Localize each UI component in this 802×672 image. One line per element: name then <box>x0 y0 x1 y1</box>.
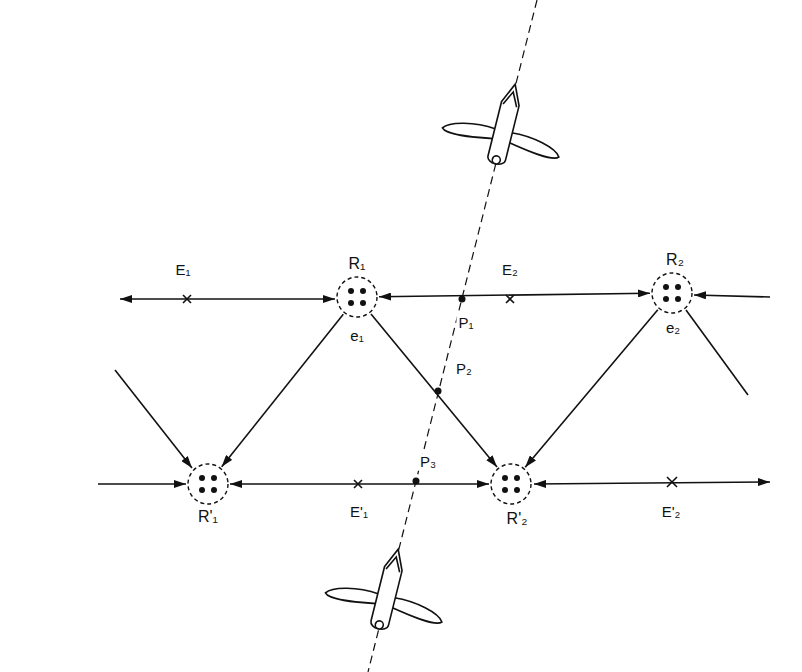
point-label: E'₂ <box>660 504 683 521</box>
signal-connector <box>379 293 650 296</box>
point-label: E₁ <box>173 262 192 279</box>
signal-connector <box>525 310 658 467</box>
station-circle <box>336 276 378 318</box>
receiver-station <box>336 276 378 318</box>
station-circle <box>651 272 693 314</box>
flight-path <box>368 0 537 672</box>
signal-connector <box>222 314 344 467</box>
signal-line <box>120 298 335 300</box>
station-name: R₂ <box>664 251 686 269</box>
receiver-station <box>187 463 229 505</box>
signal-line <box>686 310 748 395</box>
receiver-station <box>490 463 532 505</box>
point-label: E₂ <box>500 262 520 279</box>
signal-line <box>98 483 186 485</box>
point-label: P₂ <box>454 361 474 378</box>
point-label: P₃ <box>418 454 438 471</box>
station-circle <box>187 463 229 505</box>
signal-connector <box>230 483 489 485</box>
station-name: R'₁ <box>196 508 220 526</box>
signal-line <box>694 295 770 297</box>
airplane <box>437 70 573 179</box>
point-marks <box>183 295 677 488</box>
station-name: R₁ <box>347 255 368 273</box>
station-circle <box>490 463 532 505</box>
signal-connector <box>371 314 497 467</box>
point-label: E'₁ <box>348 504 370 521</box>
airplane <box>320 535 456 644</box>
signal-line <box>534 482 770 484</box>
signal-line <box>115 370 192 468</box>
point-label: e₁ <box>348 328 365 345</box>
station-name: R'₂ <box>505 510 530 528</box>
point-label: P₁ <box>456 315 475 332</box>
receiver-station <box>651 272 693 314</box>
point-label: e₂ <box>664 320 682 337</box>
